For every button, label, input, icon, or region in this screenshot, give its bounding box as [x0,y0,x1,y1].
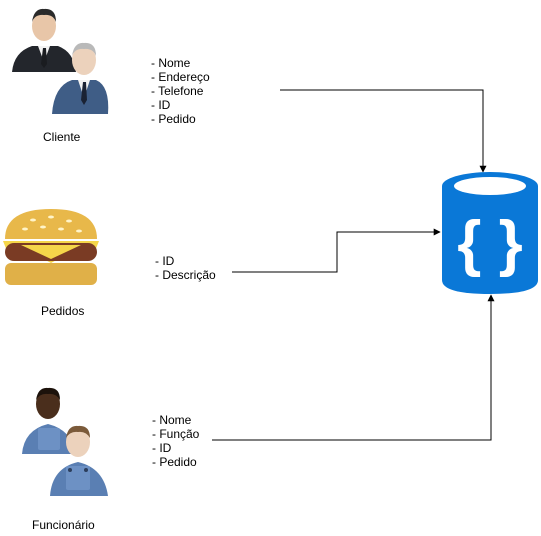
attribute-item: - Endereço [151,70,210,84]
connector-funcionario [212,294,495,441]
attribute-item: - Pedido [152,455,197,469]
attribute-item: - Pedido [151,112,196,126]
attribute-item: - Telefone [151,84,204,98]
attribute-item: - Descrição [155,268,216,282]
attribute-list-pedidos: - ID - Descrição [155,254,216,282]
workers-icon [22,387,108,496]
json-braces-glyph: { } [457,209,522,278]
entity-label-pedidos: Pedidos [41,304,85,318]
attribute-item: - ID [155,254,175,268]
attribute-list-funcionario: - Nome - Função - ID - Pedido [152,413,199,469]
entity-label-funcionario: Funcionário [32,518,95,532]
json-database-icon: { } [442,172,538,294]
attribute-item: - Nome [151,56,191,70]
entity-label-cliente: Cliente [43,130,81,144]
connector-pedidos [232,228,441,273]
attribute-list-cliente: - Nome - Endereço - Telefone - ID - Pedi… [151,56,210,126]
businessmen-icon [12,8,109,114]
burger-icon [3,209,99,285]
attribute-item: - Nome [152,413,192,427]
attribute-item: - ID [152,441,172,455]
attribute-item: - Função [152,427,200,441]
connector-cliente [280,89,487,173]
attribute-item: - ID [151,98,171,112]
